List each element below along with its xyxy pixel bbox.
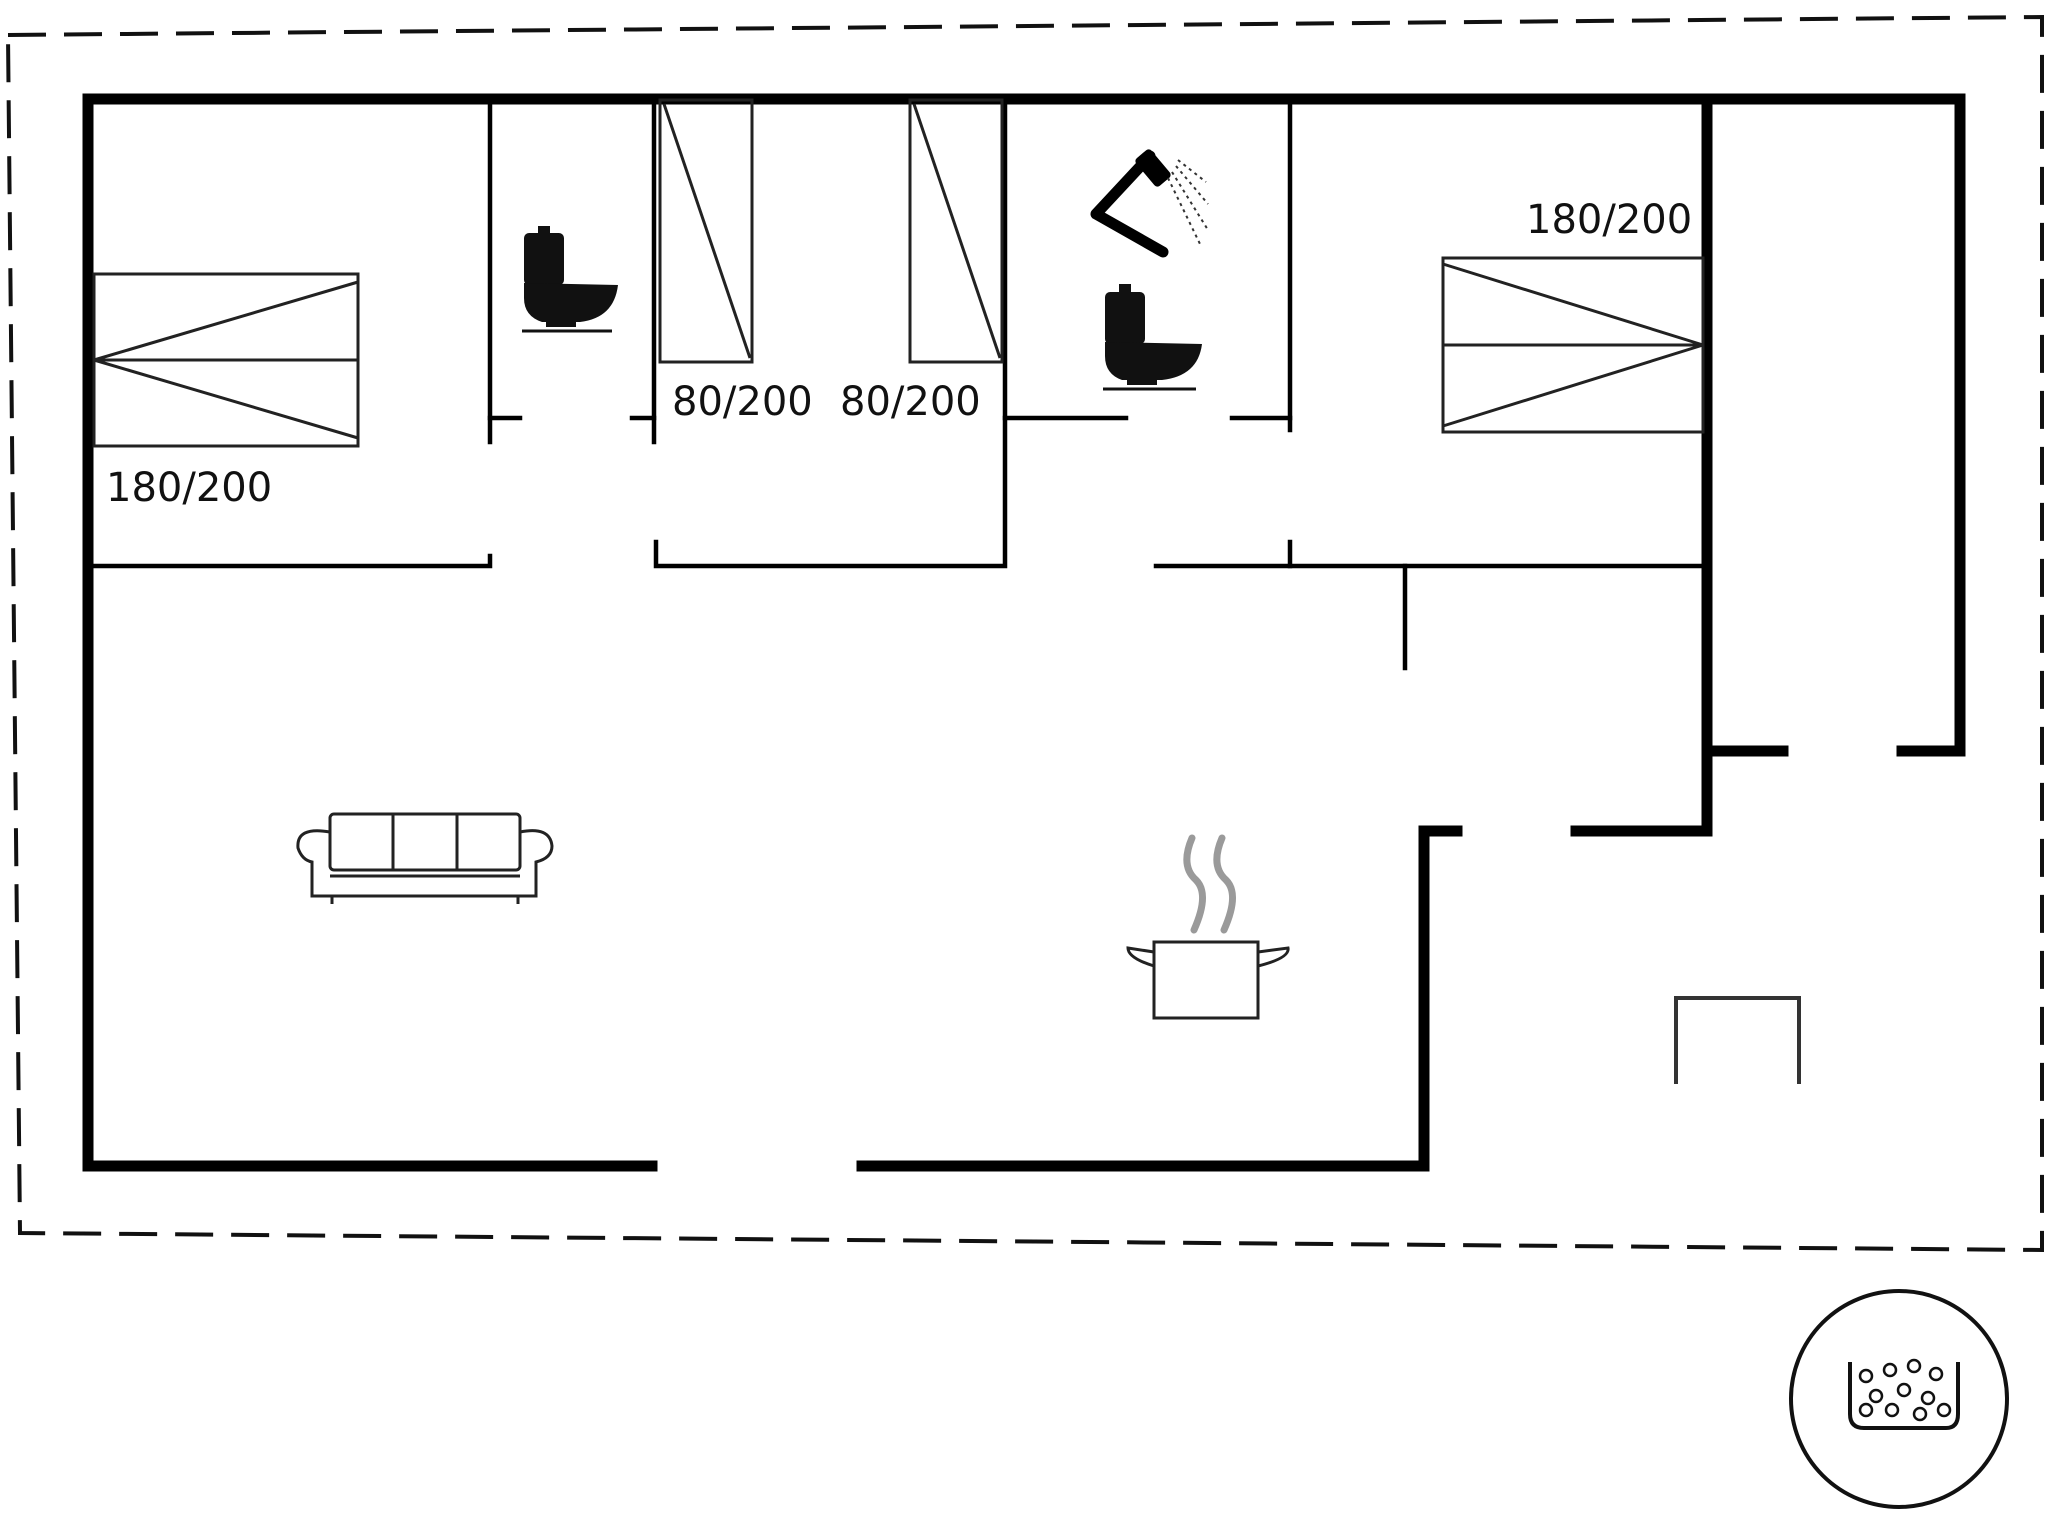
shower-icon <box>1090 149 1209 258</box>
double-bed-icon <box>92 272 360 448</box>
single-bed-icon <box>908 98 1004 364</box>
bed-size-label: 80/200 <box>840 379 981 425</box>
interior-walls <box>87 101 1708 671</box>
table-icon <box>1674 996 1801 1084</box>
double-bed-icon <box>1441 256 1705 434</box>
property-boundary <box>5 14 2044 1253</box>
single-bed-icon <box>658 98 754 364</box>
toilet-icon <box>522 226 618 333</box>
cooking-pot-icon <box>1126 834 1290 1020</box>
bed-size-label: 180/200 <box>1526 197 1693 243</box>
sofa-icon <box>296 812 554 904</box>
exterior-walls <box>82 93 1966 1172</box>
bed-size-label: 80/200 <box>672 379 813 425</box>
toilet-icon <box>1103 284 1202 391</box>
hot-tub-icon <box>1789 1289 2009 1509</box>
bed-size-label: 180/200 <box>106 465 273 511</box>
